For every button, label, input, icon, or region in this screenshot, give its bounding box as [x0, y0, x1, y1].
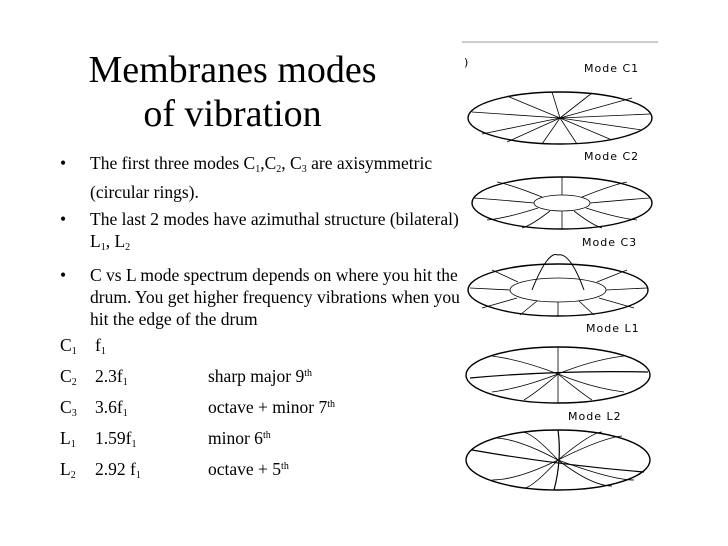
slide-title: Membranes modes of vibration — [60, 48, 405, 136]
mode-sketch-figure: ) Mode C1 Mode C2 — [462, 41, 658, 491]
membrane-mode-sketches: ) Mode C1 Mode C2 — [462, 40, 658, 500]
bullet-dot: • — [60, 209, 67, 229]
panel-top-mark: ) — [464, 56, 469, 69]
svg-text:Mode L1: Mode L1 — [586, 322, 640, 335]
mode-l2-sketch: Mode L2 — [465, 410, 651, 491]
svg-text:Mode L2: Mode L2 — [568, 410, 622, 423]
mode-c2-sketch: Mode C2 — [471, 150, 653, 230]
mode-c3-sketch: Mode C3 — [467, 236, 649, 317]
bullet-dot: • — [60, 265, 67, 285]
title-line-2: of vibration — [143, 93, 322, 135]
svg-text:Mode C2: Mode C2 — [584, 150, 639, 163]
bullet-list: • The first three modes C1,C2, C3 are ax… — [60, 152, 460, 335]
bullet-item: • C vs L mode spectrum depends on where … — [60, 265, 460, 329]
mode-c1-sketch: Mode C1 — [467, 62, 653, 145]
bullet-item: • The first three modes C1,C2, C3 are ax… — [60, 153, 433, 202]
bullet-dot: • — [60, 153, 67, 173]
bullet-item: • The last 2 modes have azimuthal struct… — [60, 209, 459, 253]
svg-text:Mode C3: Mode C3 — [582, 236, 637, 249]
title-line-1: Membranes modes — [88, 49, 377, 91]
mode-l1-sketch: Mode L1 — [465, 322, 651, 404]
svg-text:Mode C1: Mode C1 — [584, 62, 639, 75]
